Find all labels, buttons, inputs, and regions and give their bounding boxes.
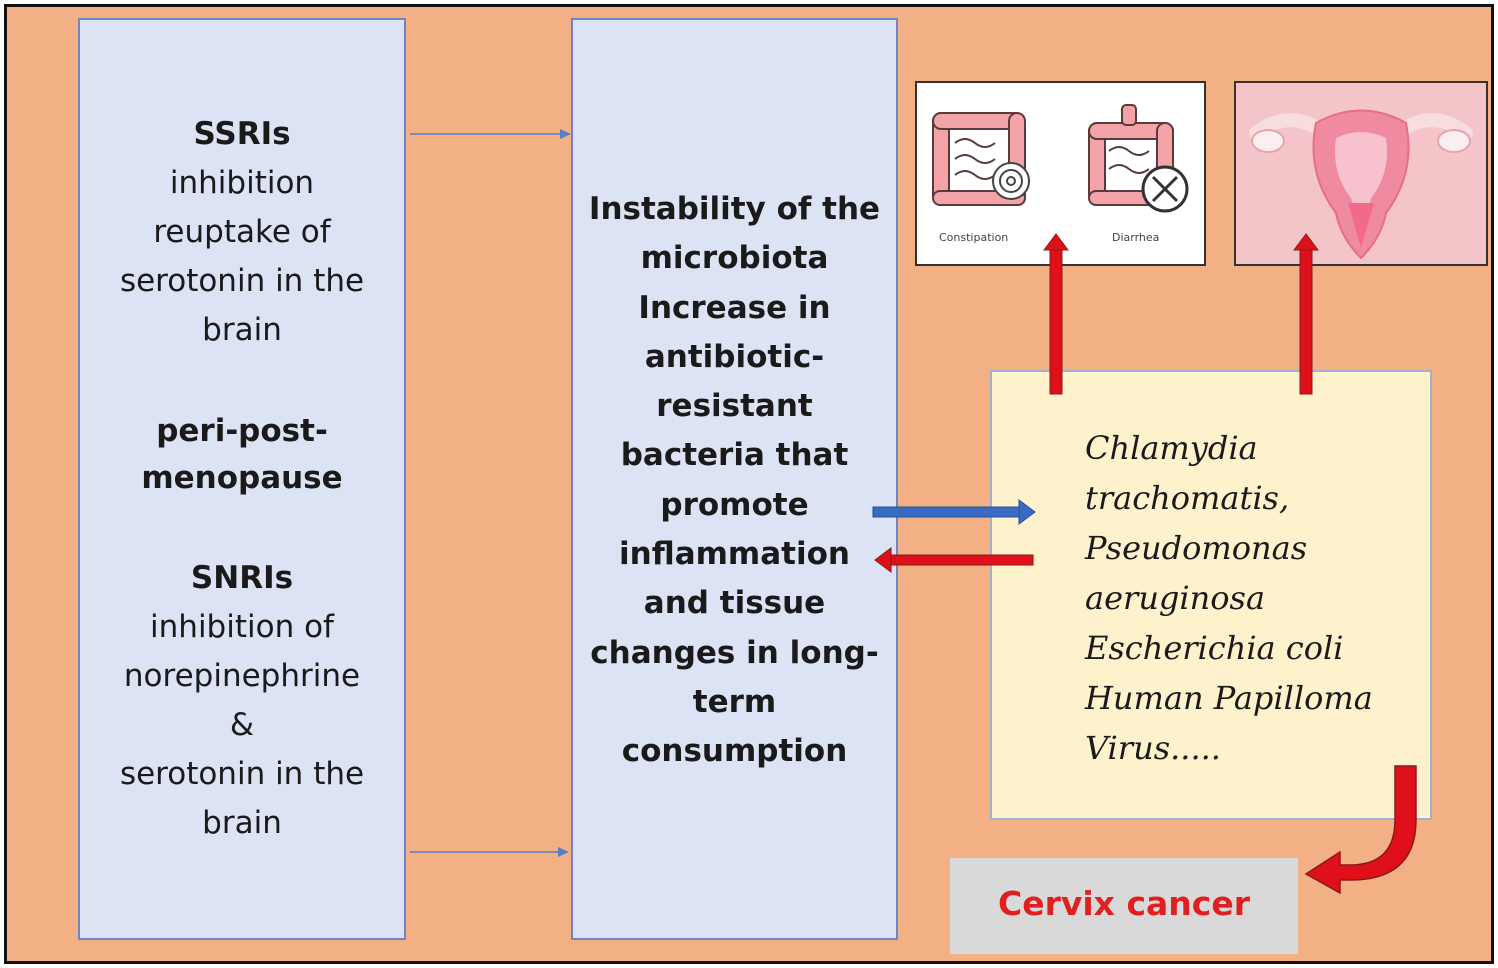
ssri-line: brain: [202, 312, 282, 348]
cervix-cancer-label: Cervix cancer: [997, 884, 1250, 923]
constipation-caption: Constipation: [939, 231, 1009, 244]
snri-block: SNRIs inhibition of norepinephrine & ser…: [78, 554, 406, 848]
snri-line: &: [229, 707, 255, 743]
red-left-arrow: [874, 547, 1034, 573]
peri-menopause-block: peri-post- menopause: [78, 408, 406, 502]
snri-line: serotonin in the: [119, 756, 365, 792]
snri-title: SNRIs: [190, 560, 294, 596]
microbiota-line: promote: [660, 486, 809, 523]
microbiota-line: changes in long-: [590, 634, 879, 671]
microbiota-line: microbiota: [640, 240, 829, 277]
peri-line: peri-post-: [156, 413, 328, 449]
ssri-line: serotonin in the: [119, 263, 365, 299]
diarrhea-caption: Diarrhea: [1112, 231, 1160, 244]
bacteria-line: Chlamydia: [1085, 429, 1258, 467]
snri-line: norepinephrine: [123, 658, 361, 694]
microbiota-line: Instability of the: [588, 191, 881, 227]
uterus-icon: [1236, 83, 1486, 264]
uterus-panel: [1234, 81, 1488, 266]
bacteria-line: Human Papilloma: [1085, 679, 1373, 717]
gut-symptoms-panel: Constipation Diarrhea: [915, 81, 1206, 266]
microbiota-line: and tissue: [643, 585, 826, 622]
red-curved-arrow-cancer: [1304, 765, 1417, 895]
red-up-arrow-gut: [1043, 233, 1069, 395]
constipation-intestine-icon: [932, 112, 1026, 206]
bacteria-line: aeruginosa: [1085, 579, 1266, 617]
snri-line: brain: [202, 805, 282, 841]
ssri-connector-arrow: [410, 129, 571, 139]
microbiota-text: Instability of the microbiota Increase i…: [571, 185, 898, 777]
microbiota-line: inflammation: [619, 536, 850, 573]
antidepressant-box: [78, 18, 406, 940]
microbiota-line: term: [692, 683, 777, 720]
cross-circle-icon: [1141, 165, 1189, 213]
microbiota-box: [571, 18, 898, 940]
bacteria-list: Chlamydia trachomatis, Pseudomonas aerug…: [1085, 423, 1425, 773]
microbiota-line: Increase in: [638, 289, 831, 326]
peri-line: menopause: [141, 460, 343, 496]
bacteria-line: Virus.....: [1085, 729, 1221, 767]
blue-right-arrow: [872, 499, 1036, 525]
bacteria-line: trachomatis,: [1085, 479, 1290, 517]
intestine-illustration: [932, 104, 1189, 213]
microbiota-line: bacteria that: [620, 437, 849, 474]
snri-connector-arrow: [410, 847, 569, 857]
ssri-line: inhibition: [169, 165, 315, 201]
cervix-cancer-box: [950, 858, 1298, 954]
microbiota-line: resistant: [656, 388, 813, 425]
red-up-arrow-uterus: [1293, 233, 1319, 395]
bacteria-line: Escherichia coli: [1085, 629, 1344, 667]
ssri-title: SSRIs: [193, 116, 291, 152]
microbiota-line: antibiotic-: [644, 338, 825, 375]
bacteria-box: [990, 370, 1432, 820]
snri-line: inhibition of: [150, 609, 334, 645]
ssri-block: SSRIs inhibition reuptake of serotonin i…: [78, 110, 406, 355]
ssri-line: reuptake of: [153, 214, 331, 250]
bacteria-line: Pseudomonas: [1085, 529, 1308, 567]
target-icon: [992, 162, 1030, 200]
microbiota-line: consumption: [621, 733, 848, 770]
